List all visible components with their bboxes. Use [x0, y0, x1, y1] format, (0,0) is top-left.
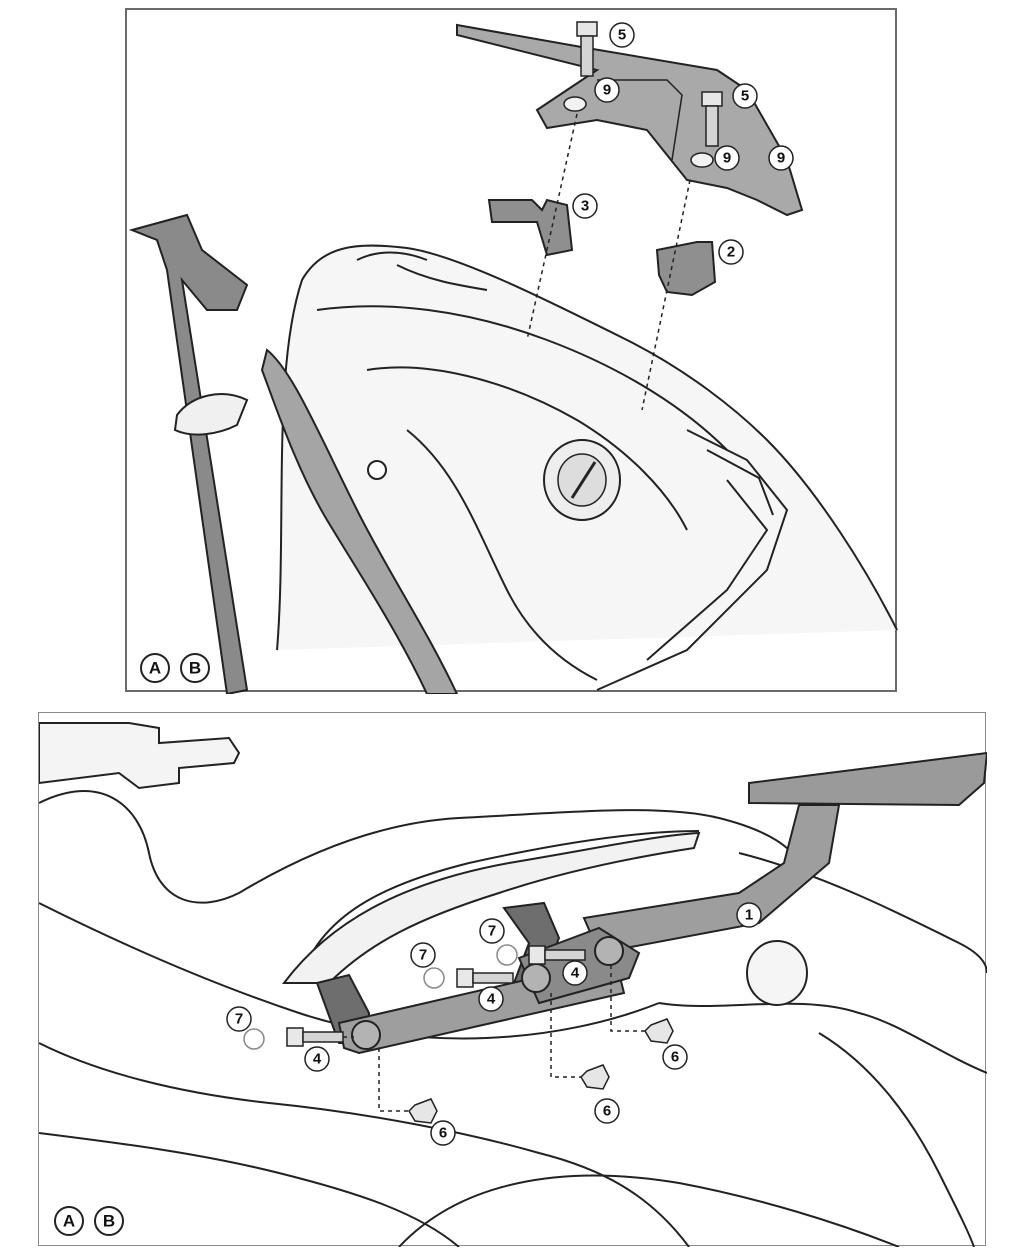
washer-9a: [563, 96, 587, 112]
callout-7a: 7: [479, 918, 505, 944]
svg-text:4: 4: [571, 965, 580, 982]
rack-top-plate: [748, 751, 987, 807]
carrier-plate: [456, 23, 804, 217]
svg-text:7: 7: [488, 923, 496, 940]
nut-6c: [644, 1018, 674, 1044]
callout-4b: 4: [478, 986, 504, 1012]
svg-text:9: 9: [603, 82, 611, 99]
taillight: [746, 940, 808, 1006]
bottom-panel: 1 7 7 7 4 4 4 6 6 6 A B: [38, 712, 987, 1247]
svg-text:7: 7: [419, 947, 427, 964]
callout-6c: 6: [662, 1044, 688, 1070]
callout-9c: 9: [768, 145, 794, 171]
svg-text:A: A: [149, 659, 161, 678]
assembly-lines: [526, 113, 691, 411]
svg-text:7: 7: [235, 1011, 243, 1028]
grab-rail: [128, 213, 459, 694]
callout-5b: 5: [732, 83, 758, 109]
top-illustration: 5 9 5 9 9 3 2 A B: [128, 21, 898, 694]
bushings: [351, 936, 624, 1050]
top-panel: 5 9 5 9 9 3 2 A B: [125, 8, 898, 694]
callout-3: 3: [572, 193, 598, 219]
callout-9a: 9: [594, 77, 620, 103]
handlebar: [39, 722, 241, 790]
svg-text:5: 5: [618, 27, 626, 44]
svg-text:3: 3: [581, 198, 589, 215]
nut-6a: [408, 1098, 438, 1124]
rear-frame: [596, 429, 789, 691]
callout-1: 1: [736, 902, 762, 928]
svg-text:2: 2: [727, 244, 735, 261]
svg-text:4: 4: [313, 1051, 322, 1068]
indicator-left: [173, 393, 249, 436]
view-label-a: A: [140, 653, 170, 683]
svg-text:B: B: [103, 1212, 115, 1231]
callout-7c: 7: [226, 1006, 252, 1032]
bolt-4a: [243, 1027, 344, 1050]
fuel-cap: [543, 439, 621, 521]
callout-4a: 4: [304, 1046, 330, 1072]
svg-text:6: 6: [439, 1125, 447, 1142]
nut-6b: [580, 1064, 610, 1090]
bolt-4b: [423, 967, 514, 989]
callout-6a: 6: [430, 1120, 456, 1146]
callout-7b: 7: [410, 942, 436, 968]
svg-text:6: 6: [603, 1103, 611, 1120]
callout-9b: 9: [714, 145, 740, 171]
view-label-b: B: [94, 1206, 124, 1236]
svg-text:6: 6: [671, 1049, 679, 1066]
svg-text:A: A: [63, 1212, 75, 1231]
assembly-lines: [343, 965, 645, 1112]
bolt-5a: [576, 21, 598, 77]
svg-text:1: 1: [745, 907, 753, 924]
callout-4c: 4: [562, 960, 588, 986]
bracket-3: [487, 198, 574, 257]
svg-text:5: 5: [741, 88, 749, 105]
callout-2: 2: [718, 239, 744, 265]
seat: [281, 831, 701, 984]
view-label-a: A: [54, 1206, 84, 1236]
callout-6b: 6: [594, 1098, 620, 1124]
svg-text:9: 9: [723, 150, 731, 167]
washer-9b: [690, 152, 714, 168]
bolt-4c: [496, 944, 586, 966]
callout-5a: 5: [609, 22, 635, 48]
svg-text:4: 4: [487, 991, 496, 1008]
svg-text:B: B: [189, 659, 201, 678]
bottom-illustration: 1 7 7 7 4 4 4 6 6 6 A B: [39, 722, 987, 1247]
bolt-5b: [701, 91, 723, 147]
view-label-b: B: [180, 653, 210, 683]
bracket-2: [655, 241, 717, 297]
svg-text:9: 9: [777, 150, 785, 167]
rack-arm-1: [582, 804, 841, 955]
